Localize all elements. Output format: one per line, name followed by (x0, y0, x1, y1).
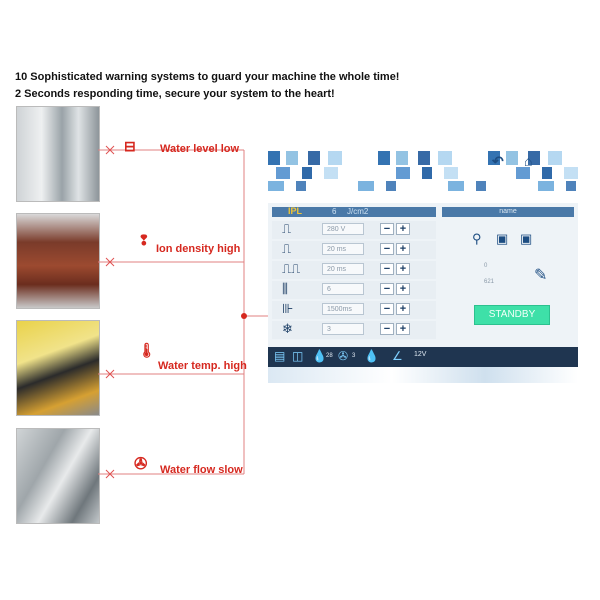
mode-label: IPL (288, 206, 303, 216)
parameter-panel: IPL 6 J/cm2 ⎍ 280 V − + ⎍ 20 ms − + ⎍⎍ 2… (272, 206, 436, 347)
voltage-status: 12V (414, 351, 427, 358)
pulse-width-icon: ⎍ (282, 242, 292, 257)
photo-water-flow (16, 428, 100, 524)
counter-top: 0 (484, 263, 488, 269)
brush-icon[interactable]: ✎ (534, 267, 548, 284)
cooling-field[interactable]: 3 (322, 323, 364, 335)
footer-mosaic (268, 367, 578, 383)
cooling-minus-button[interactable]: − (380, 323, 394, 335)
pulse-delay-plus-button[interactable]: + (396, 263, 410, 275)
save-as-icon[interactable]: ▣ (520, 231, 533, 246)
thermometer-icon: 🌡 (138, 342, 156, 358)
param-row-pulse-count: ⫼ 6 − + (272, 281, 436, 299)
water-drop-icon: 💧 (312, 349, 327, 363)
fan-status-icon: ✇ (338, 349, 349, 363)
pulse-count-field[interactable]: 6 (322, 283, 364, 295)
photo-thermometer (16, 320, 100, 416)
save-icon[interactable]: ▣ (496, 231, 509, 246)
status-bar: ▤ ◫ 💧 28 ✇ 3 💧 ∠ 12V (268, 347, 578, 367)
photo-water-level (16, 106, 100, 202)
drop-icon: ❢ (138, 232, 150, 248)
cup-icon: ◫ (292, 349, 304, 363)
warning-water-flow: Water flow slow (160, 464, 243, 476)
name-panel: name ⚲ ▣ ▣ 0 621 ✎ STANDBY (442, 207, 574, 343)
standby-button[interactable]: STANDBY (474, 305, 550, 325)
voltage-plus-button[interactable]: + (396, 223, 410, 235)
photo-ion-filter (16, 213, 100, 309)
interval-minus-button[interactable]: − (380, 303, 394, 315)
angle-icon: ∠ (392, 349, 403, 363)
param-row-pulse-width: ⎍ 20 ms − + (272, 241, 436, 259)
pulse-count-plus-button[interactable]: + (396, 283, 410, 295)
device-ui-panel: ↶ ⌂ IPL 6 J/cm2 ⎍ 280 V − + ⎍ 20 ms − + … (268, 151, 578, 383)
fan-value: 3 (352, 353, 356, 359)
mode-header: IPL 6 J/cm2 (272, 206, 436, 217)
pulse-width-plus-button[interactable]: + (396, 243, 410, 255)
warning-water-temp: Water temp. high (158, 360, 247, 372)
param-row-interval: ⊪ 1500ms − + (272, 301, 436, 319)
name-header: name (442, 207, 574, 217)
voltage-minus-button[interactable]: − (380, 223, 394, 235)
pulse-train-icon: ⫼ (282, 282, 288, 297)
ion-drop-icon: 💧 (364, 349, 379, 363)
warning-water-level: Water level low (160, 143, 240, 155)
param-row-pulse-delay: ⎍⎍ 20 ms − + (272, 261, 436, 279)
home-icon[interactable]: ⌂ (524, 153, 533, 169)
fluence-unit: J/cm2 (347, 207, 369, 216)
beaker-icon: ⊟ (124, 138, 136, 154)
search-icon[interactable]: ⚲ (472, 231, 482, 246)
back-icon[interactable]: ↶ (492, 153, 504, 169)
pulse-width-minus-button[interactable]: − (380, 243, 394, 255)
cooling-icon: ❄ (282, 322, 293, 337)
voltage-field[interactable]: 280 V (322, 223, 364, 235)
fluence-value: 6 (332, 207, 337, 216)
pulse-count-minus-button[interactable]: − (380, 283, 394, 295)
single-pulse-icon: ⎍ (282, 222, 292, 237)
interval-field[interactable]: 1500ms (322, 303, 364, 315)
pulse-width-field[interactable]: 20 ms (322, 243, 364, 255)
pulse-delay-minus-button[interactable]: − (380, 263, 394, 275)
water-temp-value: 28 (326, 353, 333, 359)
headline-response-time: 2 Seconds responding time, secure your s… (15, 88, 335, 100)
cooling-plus-button[interactable]: + (396, 323, 410, 335)
fan-icon: ✇ (134, 456, 148, 473)
param-row-cooling: ❄ 3 − + (272, 321, 436, 339)
header-mosaic: ↶ ⌂ (268, 151, 578, 203)
pulse-delay-icon: ⊪ (282, 302, 294, 317)
pulse-delay-field[interactable]: 20 ms (322, 263, 364, 275)
multi-pulse-icon: ⎍⎍ (282, 262, 301, 277)
handpiece-icon: ▤ (274, 349, 286, 363)
counter-bottom: 621 (484, 279, 495, 285)
headline-warning-systems: 10 Sophisticated warning systems to guar… (15, 71, 400, 83)
warning-ion-density: Ion density high (156, 243, 241, 255)
param-row-voltage: ⎍ 280 V − + (272, 221, 436, 239)
interval-plus-button[interactable]: + (396, 303, 410, 315)
